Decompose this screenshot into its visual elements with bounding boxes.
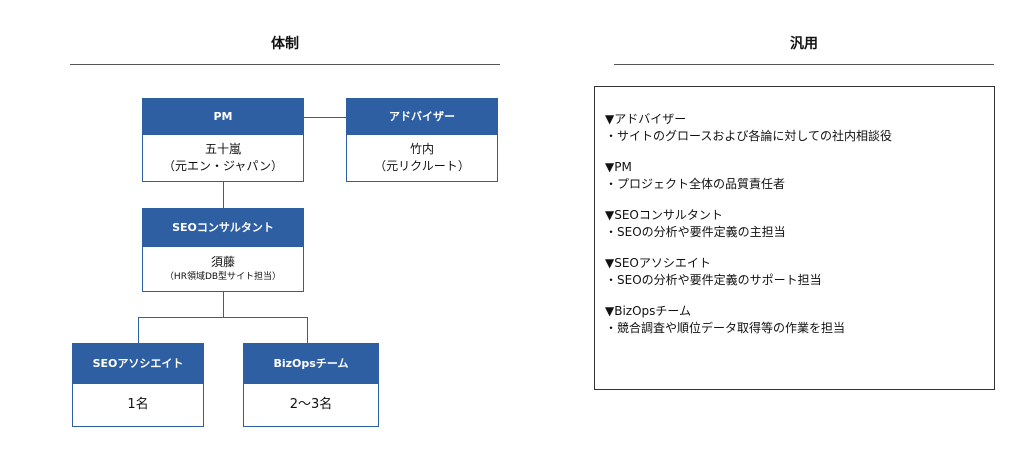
connector-pm-seo-consultant <box>223 182 224 208</box>
role-title: ▼PM <box>605 160 632 174</box>
role-description: ・プロジェクト全体の品質責任者 <box>605 177 786 191</box>
pm-name: 五十嵐 <box>204 142 241 156</box>
right-heading-rule <box>614 64 994 65</box>
seo-consultant-box: SEOコンサルタント 須藤 （HR領域DB型サイト担当） <box>142 208 304 292</box>
seo-associate-box: SEOアソシエイト 1名 <box>72 343 204 427</box>
seo-consultant-title: SEOコンサルタント <box>143 209 303 247</box>
role-pm: ▼PM ・プロジェクト全体の品質責任者 <box>605 159 994 193</box>
advisor-title: アドバイザー <box>347 99 497 135</box>
bizops-box: BizOpsチーム 2〜3名 <box>243 343 379 427</box>
left-heading: 体制 <box>271 36 299 52</box>
seo-consultant-name: 須藤 <box>210 255 235 269</box>
role-seo-associate: ▼SEOアソシエイト ・SEOの分析や要件定義のサポート担当 <box>605 255 994 289</box>
advisor-box: アドバイザー 竹内 （元リクルート） <box>346 98 498 182</box>
connector-branch-right <box>307 317 308 343</box>
role-bizops: ▼BizOpsチーム ・競合調査や順位データ取得等の作業を担当 <box>605 303 994 337</box>
role-title: ▼アドバイザー <box>605 112 687 126</box>
role-description: ・サイトのグロースおよび各論に対しての社内相談役 <box>605 129 893 143</box>
bizops-title: BizOpsチーム <box>244 344 378 384</box>
pm-note: （元エン・ジャパン） <box>162 159 283 173</box>
connector-pm-advisor <box>304 117 346 118</box>
pm-box: PM 五十嵐 （元エン・ジャパン） <box>142 98 304 182</box>
bizops-count: 2〜3名 <box>289 397 333 412</box>
connector-branch-left <box>138 317 139 343</box>
role-title: ▼SEOアソシエイト <box>605 256 711 270</box>
connector-seo-consultant-down <box>223 292 224 317</box>
seo-associate-title: SEOアソシエイト <box>73 344 203 384</box>
advisor-note: （元リクルート） <box>374 159 470 173</box>
seo-consultant-note: （HR領域DB型サイト担当） <box>164 272 282 282</box>
connector-branch-horizontal <box>138 317 308 318</box>
role-description: ・競合調査や順位データ取得等の作業を担当 <box>605 321 846 335</box>
role-description: ・SEOの分析や要件定義のサポート担当 <box>605 273 822 287</box>
pm-title: PM <box>143 99 303 135</box>
right-heading: 汎用 <box>790 36 818 52</box>
role-title: ▼BizOpsチーム <box>605 304 692 318</box>
left-heading-rule <box>70 64 500 65</box>
roles-panel: ▼アドバイザー ・サイトのグロースおよび各論に対しての社内相談役 ▼PM ・プロ… <box>594 86 995 390</box>
role-advisor: ▼アドバイザー ・サイトのグロースおよび各論に対しての社内相談役 <box>605 111 994 145</box>
advisor-name: 竹内 <box>409 142 434 156</box>
role-title: ▼SEOコンサルタント <box>605 208 723 222</box>
role-description: ・SEOの分析や要件定義の主担当 <box>605 225 786 239</box>
seo-associate-count: 1名 <box>127 397 149 412</box>
role-seo-consultant: ▼SEOコンサルタント ・SEOの分析や要件定義の主担当 <box>605 207 994 241</box>
